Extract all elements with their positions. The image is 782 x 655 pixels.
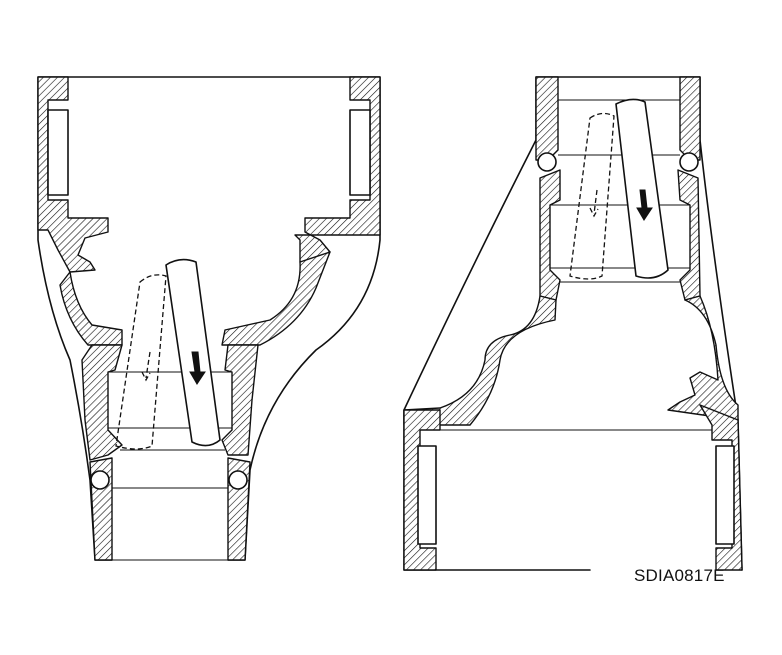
left-section-view	[37, 76, 381, 561]
right-bearing-window-left	[417, 445, 437, 545]
right-movement-arrow	[636, 189, 653, 221]
left-upper-flange-right	[294, 76, 381, 263]
left-inner-wall-left	[59, 271, 123, 346]
left-bearing-window-right	[349, 109, 371, 196]
left-movement-arrow	[189, 351, 206, 385]
right-mid-wall-right	[677, 169, 701, 301]
right-pivot-pin-right	[679, 152, 699, 172]
left-bearing-window-left	[47, 109, 69, 196]
right-mid-wall-left	[539, 169, 561, 301]
left-shaft-previous-position	[115, 274, 167, 450]
figure-code-label: SDIA0817E	[634, 566, 725, 585]
right-section-view	[403, 76, 743, 571]
right-lower-cone-right	[667, 295, 739, 421]
right-pivot-pin-left	[537, 152, 557, 172]
right-top-wall-left	[535, 76, 559, 161]
left-pivot-pin-right	[228, 470, 248, 490]
right-top-wall-right	[679, 76, 701, 161]
right-bearing-window-right	[715, 445, 735, 545]
left-mid-wall-right	[221, 344, 259, 456]
right-bottom-flange-left	[403, 409, 441, 571]
left-pivot-pin-left	[90, 470, 110, 490]
left-mid-wall-left	[81, 344, 123, 461]
right-shaft-previous-position	[569, 112, 615, 280]
right-tilted-shaft	[615, 98, 669, 279]
left-upper-flange-left	[37, 76, 109, 273]
left-inner-wall-right	[221, 251, 331, 346]
left-outer-housing	[37, 76, 381, 561]
right-outer-housing	[403, 76, 743, 571]
